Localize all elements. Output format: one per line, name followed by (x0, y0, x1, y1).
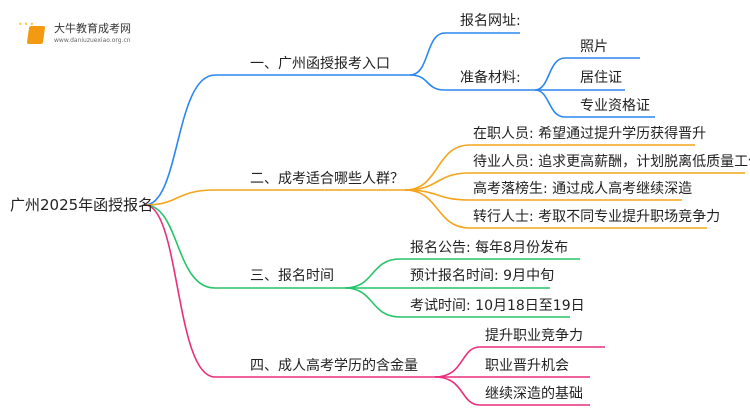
logo-dots-icon: ••• (18, 20, 36, 29)
branch-2: 二、成考适合哪些人群？ (250, 171, 404, 187)
branch-3-child: 报名公告: 每年8月份发布 (410, 240, 569, 256)
branch-2-lines (144, 144, 745, 229)
branch-3-child: 预计报名时间: 9月中旬 (410, 268, 555, 284)
branch-4-child: 提升职业竞争力 (485, 328, 583, 344)
branch-4-child: 继续深造的基础 (485, 386, 583, 402)
branch-2-child: 待业人员: 追求更高薪酬，计划脱离低质量工作 (473, 154, 750, 170)
branch-3-lines (144, 204, 580, 318)
branch-1: 一、广州函授报考入口 (250, 56, 390, 72)
branch-2-child: 在职人员: 希望通过提升学历获得晋升 (473, 126, 707, 142)
root-node: 广州2025年函授报名 (10, 196, 154, 214)
branch-2-child: 高考落榜生: 通过成人高考继续深造 (473, 181, 693, 197)
logo: ••• 大牛教育成考网 www.daniuzuexiao.org.cn (18, 20, 138, 50)
branch-4-child: 职业晋升机会 (485, 358, 569, 374)
branch-1-child: 准备材料: (460, 70, 521, 86)
logo-name: 大牛教育成考网 (54, 22, 131, 35)
branch-4: 四、成人高考学历的含金量 (250, 358, 418, 374)
material-item: 专业资格证 (580, 98, 650, 114)
branch-1-child: 报名网址: (460, 13, 521, 29)
branch-2-child: 转行人士: 考取不同专业提升职场竞争力 (473, 209, 721, 225)
material-item: 居住证 (580, 70, 622, 86)
logo-url: www.daniuzuexiao.org.cn (54, 37, 131, 44)
branch-3: 三、报名时间 (250, 268, 334, 284)
branch-1-lines (144, 32, 655, 206)
material-item: 照片 (580, 39, 608, 55)
branch-3-child: 考试时间: 10月18日至19日 (410, 298, 585, 314)
branch-4-lines (144, 204, 605, 406)
